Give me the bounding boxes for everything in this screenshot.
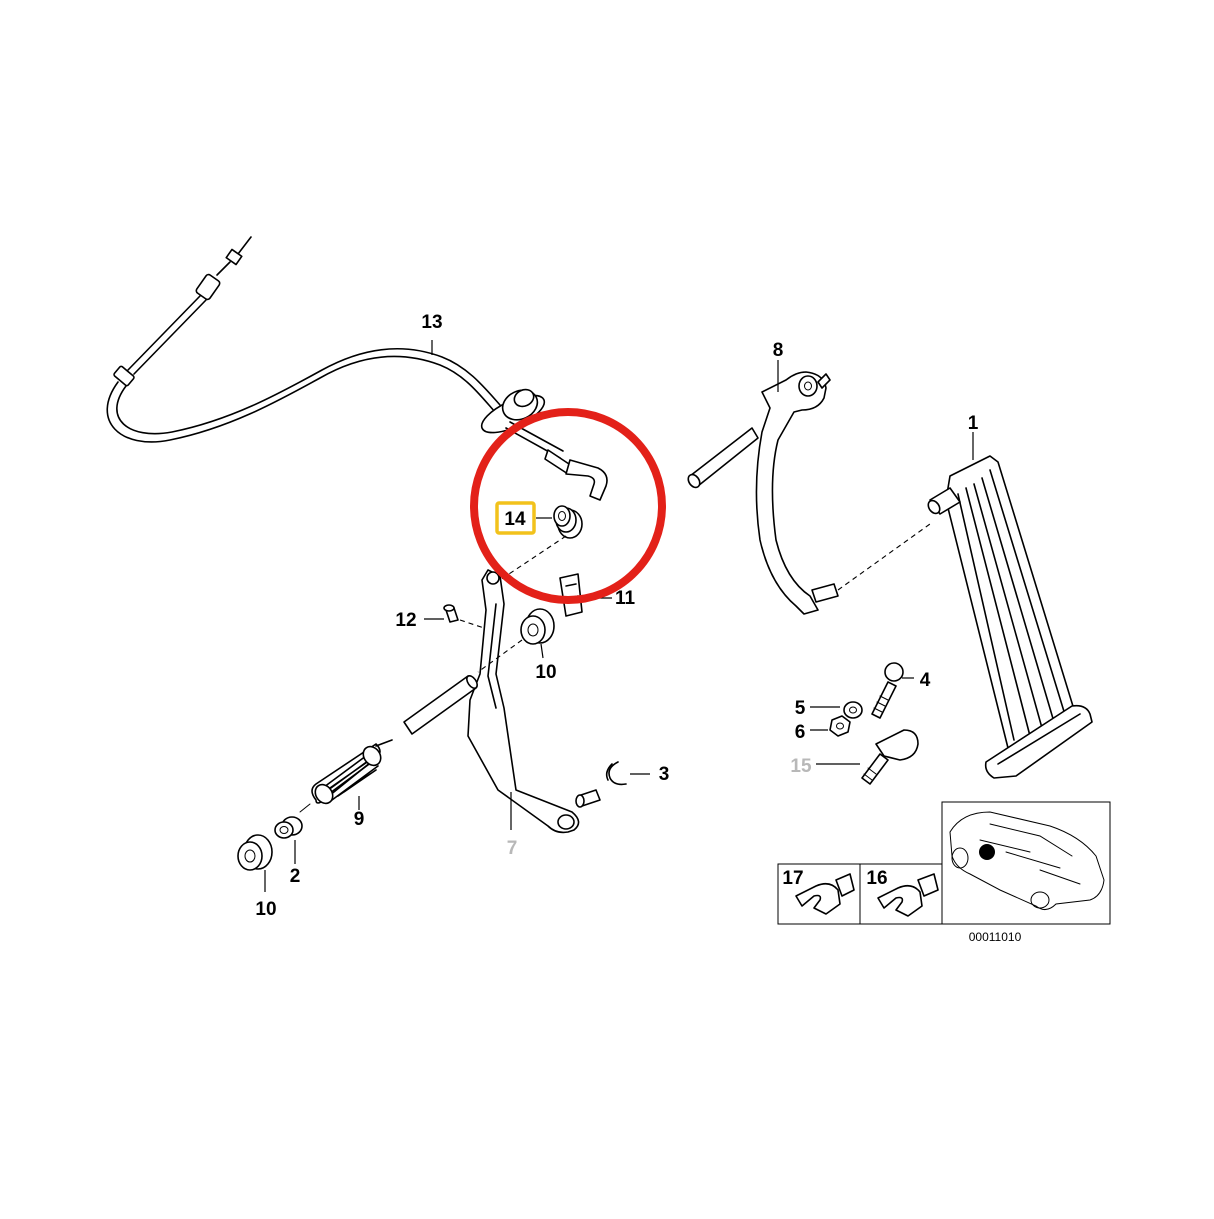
- label-1[interactable]: 1: [968, 413, 979, 434]
- highlight-box: [495, 501, 536, 535]
- ball-pin-part-15[interactable]: [816, 729, 919, 785]
- spring-part-9[interactable]: [299, 739, 393, 813]
- label-17[interactable]: 17: [782, 868, 803, 889]
- clip-part-17[interactable]: [795, 873, 855, 915]
- label-9[interactable]: 9: [354, 809, 365, 830]
- label-11[interactable]: 11: [615, 588, 636, 609]
- accelerator-cable: [106, 236, 608, 501]
- part-labels: 13 14 11 12 10 8 1 4 5 6 15 3 9 7 2 10 1…: [255, 312, 1021, 944]
- label-16[interactable]: 16: [866, 868, 887, 889]
- bushing-part-14[interactable]: [499, 505, 583, 581]
- bushing-part-10-upper[interactable]: [477, 608, 555, 673]
- vehicle-locator-illustration: [949, 811, 1105, 910]
- label-5[interactable]: 5: [795, 698, 806, 719]
- screw-part-12[interactable]: [424, 604, 485, 629]
- label-6[interactable]: 6: [795, 722, 806, 743]
- highlight-circle: [470, 408, 666, 604]
- nut-part-6[interactable]: [810, 715, 851, 737]
- label-3[interactable]: 3: [659, 764, 670, 785]
- label-8[interactable]: 8: [773, 340, 784, 361]
- pedal-arm-part-8[interactable]: [686, 360, 931, 615]
- label-7[interactable]: 7: [507, 838, 518, 859]
- bushing-part-10-lower[interactable]: [237, 834, 273, 892]
- washer-part-5[interactable]: [810, 701, 863, 719]
- accelerator-pedal-part-1[interactable]: [926, 432, 1093, 779]
- clip-part-16[interactable]: [877, 873, 939, 917]
- label-10-upper[interactable]: 10: [535, 662, 556, 683]
- washer-part-2[interactable]: [274, 816, 303, 864]
- label-12[interactable]: 12: [395, 610, 416, 631]
- pedal-lever-part-7[interactable]: [403, 569, 601, 834]
- label-15[interactable]: 15: [790, 756, 812, 777]
- circlip-part-3[interactable]: [605, 761, 650, 786]
- label-14[interactable]: 14: [504, 509, 526, 530]
- bolt-part-4[interactable]: [871, 662, 914, 719]
- legend-panel: [777, 801, 1111, 925]
- label-13[interactable]: 13: [421, 312, 442, 333]
- label-2[interactable]: 2: [290, 866, 301, 887]
- label-10-lower[interactable]: 10: [255, 899, 276, 920]
- label-4[interactable]: 4: [920, 670, 931, 691]
- diagram-code: 00011010: [969, 930, 1022, 944]
